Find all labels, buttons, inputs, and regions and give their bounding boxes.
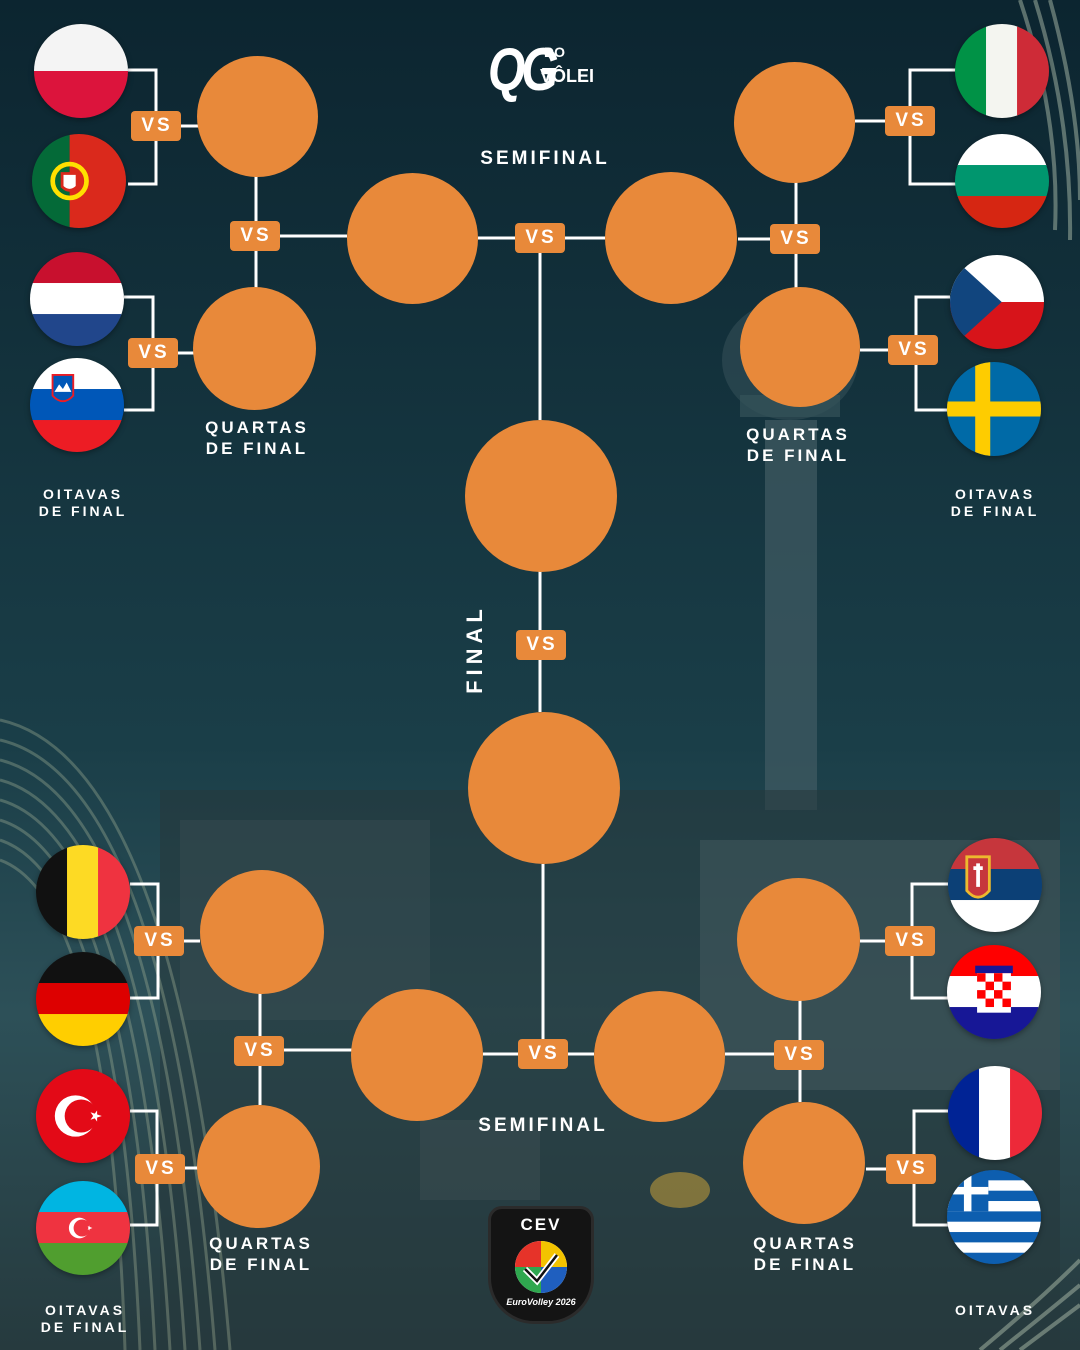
cev-eurovolley-badge: CEV EuroVolley 2026 xyxy=(488,1206,594,1324)
logo-mark: QG xyxy=(488,37,559,104)
quarterfinal-label-line1: QUARTAS xyxy=(209,1234,313,1253)
vs-badge: VS xyxy=(135,1154,185,1184)
vs-badge: VS xyxy=(515,223,565,253)
qf-node-bottom-left-1 xyxy=(200,870,324,994)
round-of-16-label-line2: DE FINAL xyxy=(38,503,128,519)
flag-greece-icon xyxy=(947,1170,1041,1264)
quarterfinal-label: QUARTAS DE FINAL xyxy=(192,417,322,459)
qg-do-volei-logo: QG DO VÔLEI xyxy=(488,36,598,106)
flag-azerbaijan-icon xyxy=(36,1181,130,1275)
quarterfinal-label-line1: QUARTAS xyxy=(753,1234,857,1253)
sf-node-top-left xyxy=(347,173,478,304)
qf-node-bottom-right-2 xyxy=(743,1102,865,1224)
eurovolley-text: EuroVolley 2026 xyxy=(506,1297,576,1307)
round-of-16-label-line2: DE FINAL xyxy=(40,1319,130,1335)
final-node-top xyxy=(465,420,617,572)
cev-logo-text: CEV xyxy=(520,1215,562,1234)
flag-turkey-icon xyxy=(36,1069,130,1163)
sf-node-bottom-right xyxy=(594,991,725,1122)
flag-portugal-icon xyxy=(32,134,126,228)
vs-badge: VS xyxy=(518,1039,568,1069)
vs-badge: VS xyxy=(774,1040,824,1070)
qf-node-top-left-1 xyxy=(197,56,318,177)
flag-poland-icon xyxy=(34,24,128,118)
vs-badge: VS xyxy=(131,111,181,141)
flag-serbia-icon xyxy=(948,838,1042,932)
round-of-16-label: OITAVAS DE FINAL xyxy=(938,486,1052,520)
vs-badge: VS xyxy=(516,630,566,660)
vs-badge: VS xyxy=(128,338,178,368)
vs-badge: VS xyxy=(885,926,935,956)
semifinal-label-bottom: SEMIFINAL xyxy=(478,1115,608,1136)
vs-badge: VS xyxy=(234,1036,284,1066)
sf-node-bottom-left xyxy=(351,989,483,1121)
vs-badge: VS xyxy=(770,224,820,254)
qf-node-top-right-2 xyxy=(740,287,860,407)
round-of-16-label-partial: OITAVAS xyxy=(938,1302,1052,1319)
round-of-16-label-line1: OITAVAS xyxy=(954,486,1036,502)
qf-node-top-right-1 xyxy=(734,62,855,183)
quarterfinal-label-line2: DE FINAL xyxy=(209,1255,313,1274)
vs-badge: VS xyxy=(134,926,184,956)
semifinal-label-top: SEMIFINAL xyxy=(480,148,610,169)
quarterfinal-label-line2: DE FINAL xyxy=(753,1255,857,1274)
quarterfinal-label-line2: DE FINAL xyxy=(746,446,850,465)
round-of-16-label: OITAVAS DE FINAL xyxy=(26,486,140,520)
flag-bulgaria-icon xyxy=(955,134,1049,228)
quarterfinal-label-line2: DE FINAL xyxy=(205,439,309,458)
final-node-bottom xyxy=(468,712,620,864)
quarterfinal-label: QUARTAS DE FINAL xyxy=(740,1233,870,1275)
qf-node-bottom-left-2 xyxy=(197,1105,320,1228)
logo-line1: DO xyxy=(544,44,565,60)
flag-italy-icon xyxy=(955,24,1049,118)
flag-belgium-icon xyxy=(36,845,130,939)
vs-badge: VS xyxy=(230,221,280,251)
round-of-16-label-line1: OITAVAS xyxy=(44,1302,126,1318)
vs-badge: VS xyxy=(885,106,935,136)
eurovolley-ball-icon xyxy=(515,1241,567,1293)
flag-croatia-icon xyxy=(947,945,1041,1039)
vs-badge: VS xyxy=(888,335,938,365)
quarterfinal-label: QUARTAS DE FINAL xyxy=(196,1233,326,1275)
round-of-16-label-line2: DE FINAL xyxy=(950,503,1040,519)
quarterfinal-label-line1: QUARTAS xyxy=(746,425,850,444)
flag-sweden-icon xyxy=(947,362,1041,456)
flag-germany-icon xyxy=(36,952,130,1046)
round-of-16-label-line1: OITAVAS xyxy=(954,1302,1036,1318)
flag-slovenia-icon xyxy=(30,358,124,452)
logo-line2: VÔLEI xyxy=(540,66,595,86)
final-label: FINAL xyxy=(462,604,487,694)
vs-badge: VS xyxy=(886,1154,936,1184)
flag-france-icon xyxy=(948,1066,1042,1160)
round-of-16-label: OITAVAS DE FINAL xyxy=(28,1302,142,1336)
qf-node-bottom-right-1 xyxy=(737,878,860,1001)
sf-node-top-right xyxy=(605,172,737,304)
round-of-16-label-line1: OITAVAS xyxy=(42,486,124,502)
flag-netherlands-icon xyxy=(30,252,124,346)
qf-node-top-left-2 xyxy=(193,287,316,410)
flag-czech-republic-icon xyxy=(950,255,1044,349)
quarterfinal-label: QUARTAS DE FINAL xyxy=(733,424,863,466)
quarterfinal-label-line1: QUARTAS xyxy=(205,418,309,437)
